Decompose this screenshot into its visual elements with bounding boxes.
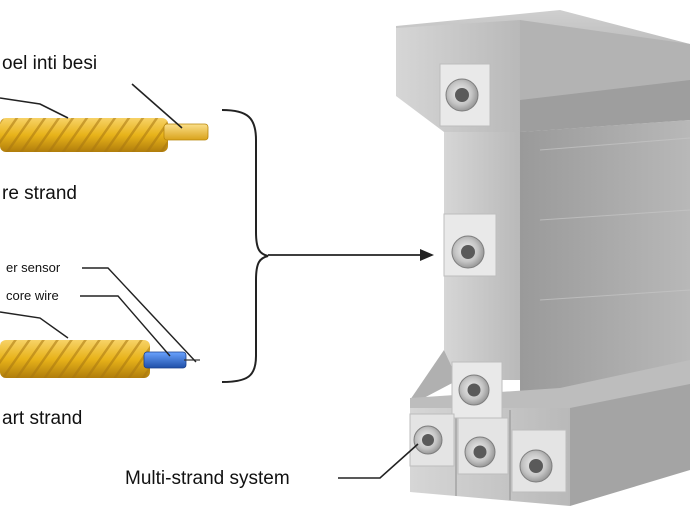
smart-strand-drawing	[0, 340, 200, 378]
anchor-middle	[443, 213, 497, 277]
curly-bracket	[221, 109, 269, 383]
iron-core-wire	[163, 123, 209, 141]
arrow-right-icon	[268, 249, 434, 261]
core-wire-sub-label: core wire	[6, 288, 59, 303]
leader-line-multi	[338, 443, 419, 479]
multi-strand-label: Multi-strand system	[125, 468, 290, 489]
anchor-lower	[451, 361, 503, 419]
fiber-sensor-wire	[143, 351, 187, 369]
anchor-bottom-left	[409, 413, 455, 467]
smart-strand-label: art strand	[2, 408, 83, 429]
fiber-sensor-label: er sensor	[6, 260, 61, 275]
anchor-bottom-center	[457, 417, 509, 475]
anchor-top	[439, 63, 491, 127]
core-strand-drawing	[0, 118, 209, 152]
leader-lines-bottom	[0, 267, 197, 363]
core-strand-label: re strand	[2, 183, 77, 204]
anchor-bottom-right	[511, 429, 567, 493]
leader-lines-top	[0, 83, 183, 129]
anchor-plates	[409, 63, 567, 493]
core-wire-label: oel inti besi	[2, 53, 98, 74]
